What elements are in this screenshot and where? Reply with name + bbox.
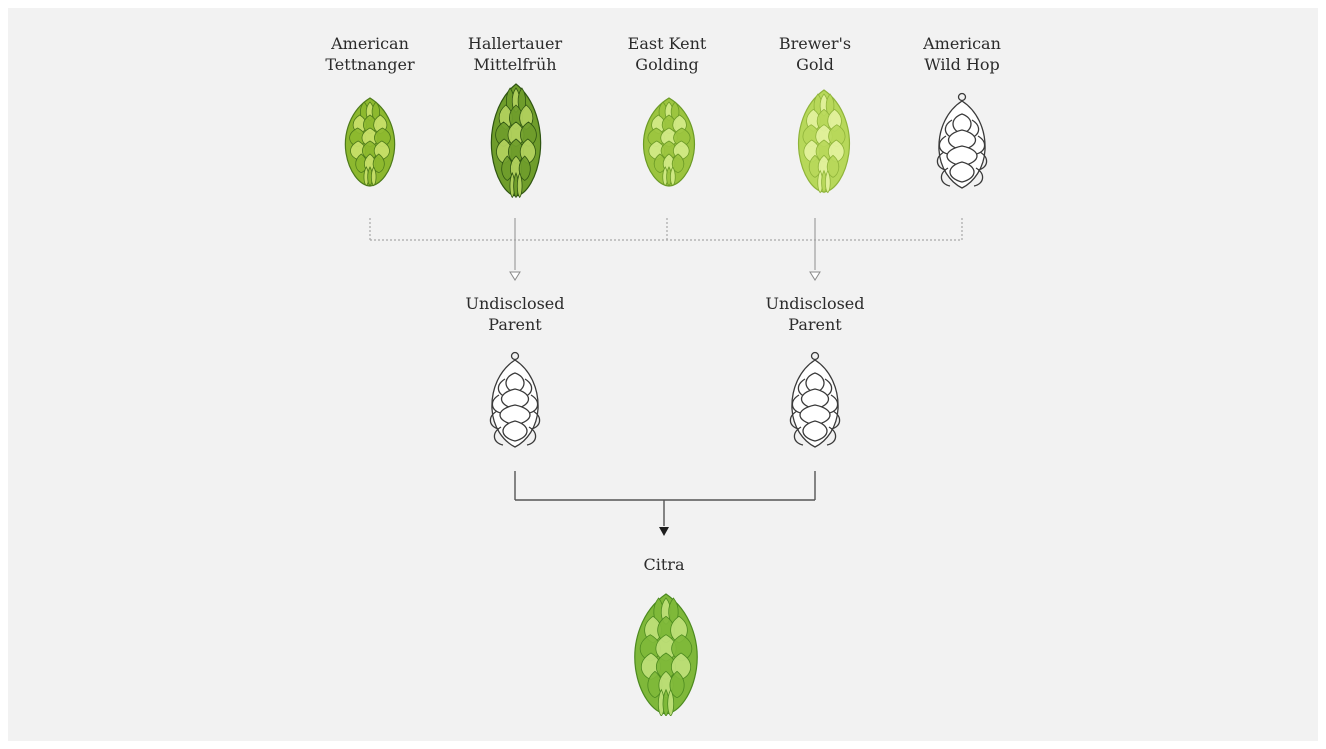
hop-cone-bract	[825, 171, 830, 193]
citra-bracket	[515, 471, 815, 526]
diagram-canvas: American Tettnanger Hallertauer Mittelfr…	[8, 8, 1318, 741]
label-undisclosed-parent-right: Undisclosed Parent	[740, 293, 890, 335]
hop-cone-bract	[371, 167, 376, 186]
hop-stem-loop	[812, 353, 819, 360]
hop-outline-american-wild-hop-icon	[934, 92, 990, 190]
arrow-to-citra	[659, 527, 669, 536]
hop-cone-hallertauer-mittelfruh-icon	[486, 82, 546, 198]
label-undisclosed-parent-left: Undisclosed Parent	[440, 293, 590, 335]
label-brewers-gold: Brewer's Gold	[740, 33, 890, 75]
label-american-tettnanger: American Tettnanger	[295, 33, 445, 75]
dotted-bus	[370, 218, 962, 240]
label-hallertauer-mittelfruh: Hallertauer Mittelfrüh	[440, 33, 590, 75]
hop-cone-citra-icon	[628, 592, 704, 716]
hop-stem-loop	[959, 94, 966, 101]
hop-cone-brewers-gold-icon	[793, 88, 855, 194]
hop-bract	[503, 421, 527, 441]
label-citra: Citra	[589, 554, 739, 575]
solid-drops	[515, 218, 815, 270]
hop-outline-undisclosed-left-icon	[487, 351, 543, 449]
hop-cone-bract	[517, 173, 522, 197]
hop-bract	[803, 421, 827, 441]
hop-bract	[950, 162, 974, 182]
hop-cone-east-kent-golding-icon	[638, 96, 700, 188]
hop-cone-american-tettnanger-icon	[340, 96, 400, 188]
hop-cone-bract	[670, 167, 675, 186]
label-east-kent-golding: East Kent Golding	[592, 33, 742, 75]
hop-stem-loop	[512, 353, 519, 360]
arrow-to-undisclosed-left	[510, 272, 520, 280]
arrow-to-undisclosed-right	[810, 272, 820, 280]
hop-outline-undisclosed-right-icon	[787, 351, 843, 449]
label-american-wild-hop: American Wild Hop	[887, 33, 1037, 75]
